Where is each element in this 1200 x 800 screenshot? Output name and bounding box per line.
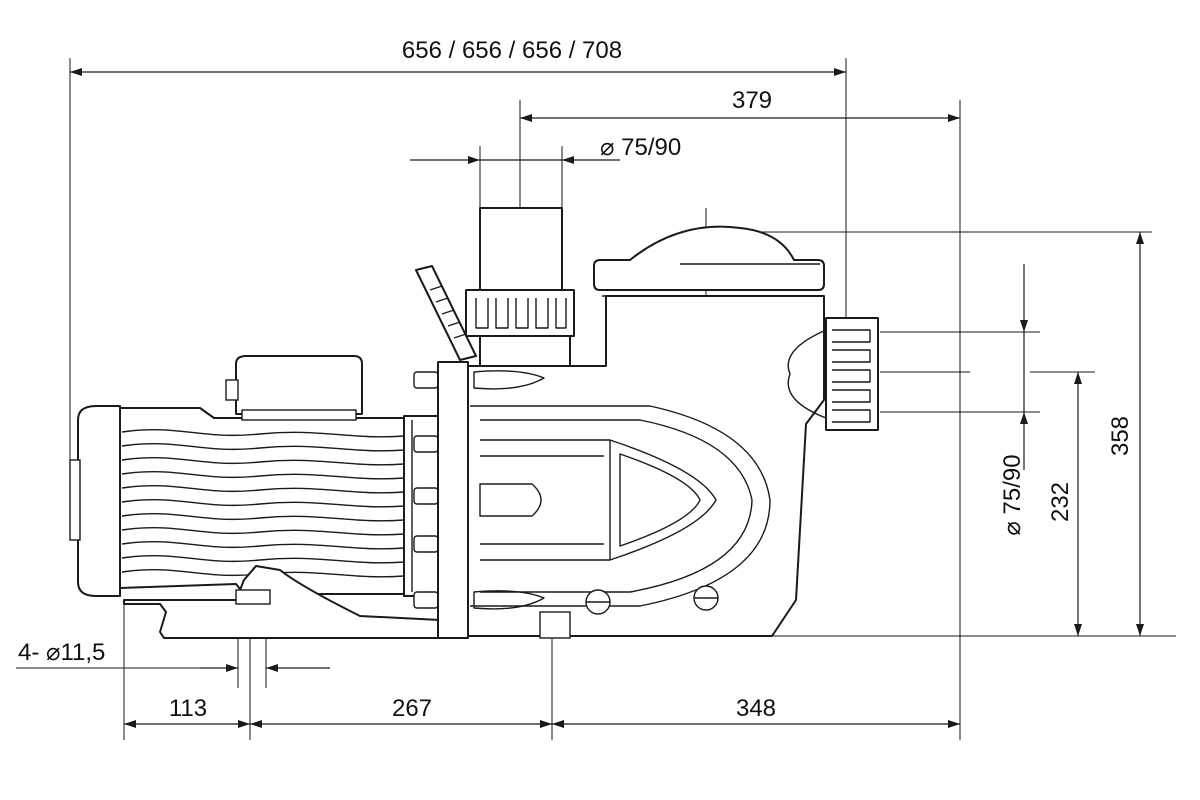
shaft-nose (479, 483, 542, 517)
pump-illustration (69, 207, 879, 639)
overall-length-label: 656 / 656 / 656 / 708 (402, 37, 622, 64)
top-port-diameter-label: ⌀ 75/90 (600, 134, 681, 161)
extension-lines (16, 58, 1176, 740)
drain-plugs (585, 585, 719, 615)
base-second-label: 267 (392, 695, 432, 722)
inlet-outlet-label: 379 (732, 87, 772, 114)
pump-housing (467, 295, 825, 637)
terminal-box (235, 355, 363, 415)
impeller-shape (609, 439, 717, 561)
motor-end-cap (77, 405, 121, 597)
overall-height-label: 358 (1107, 416, 1134, 456)
top-port-union (465, 289, 575, 337)
side-port-diameter-label: ⌀ 75/90 (999, 454, 1026, 535)
pump-foot-block (539, 611, 571, 639)
side-port-height-label: 232 (1047, 482, 1074, 522)
base-third-label: 348 (736, 695, 776, 722)
base-foot (123, 565, 441, 639)
side-union-grip (832, 329, 871, 423)
mounting-holes-label: 4- ⌀11,5 (18, 639, 105, 666)
base-first-label: 113 (169, 695, 207, 722)
flange-bolts (413, 371, 439, 609)
dimension-lines (70, 68, 1144, 728)
top-port-collar (479, 335, 571, 367)
top-port-pipe (479, 207, 563, 293)
motor-cooling-fins (121, 429, 405, 578)
bracket-ribs (429, 285, 467, 339)
housing-plate (437, 361, 469, 639)
strainer-lid (593, 225, 825, 291)
dimension-labels: 656 / 656 / 656 / 708 379 ⌀ 75/90 4- ⌀11… (18, 37, 1134, 722)
side-port-boss (787, 329, 827, 419)
top-union-grip (475, 298, 567, 329)
